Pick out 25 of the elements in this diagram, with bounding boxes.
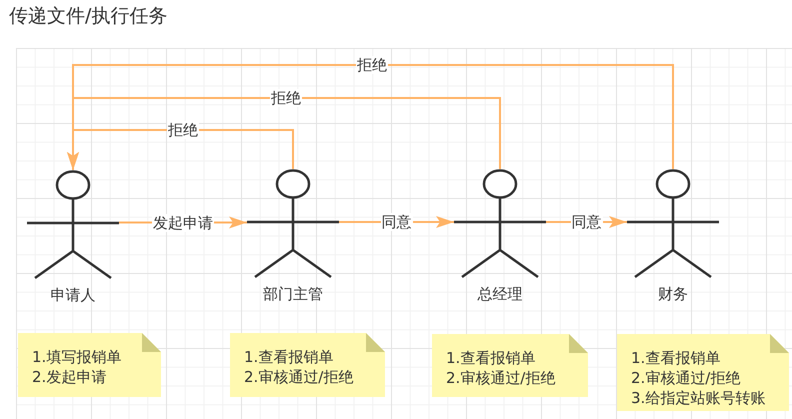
sticky-note — [230, 333, 385, 397]
edge-label: 同意 — [570, 213, 602, 231]
actor-name: 申请人 — [50, 286, 96, 304]
sticky-note — [18, 333, 161, 397]
note-text: 1.填写报销单 — [32, 347, 122, 367]
note-text: 2.发起申请 — [32, 367, 106, 387]
note-text: 2.审核通过/拒绝 — [244, 367, 354, 387]
actor-name: 部门主管 — [263, 285, 323, 303]
arrow — [67, 64, 674, 170]
note-text: 2.审核通过/拒绝 — [446, 368, 556, 388]
edge-label: 同意 — [380, 213, 412, 231]
actor-name: 财务 — [658, 285, 688, 303]
note-text: 3.给指定站账号转账 — [631, 388, 766, 408]
edge-label: 发起申请 — [152, 214, 214, 232]
note-text: 1.查看报销单 — [446, 348, 536, 368]
edge-label: 拒绝 — [167, 121, 199, 139]
sticky-note — [617, 334, 789, 411]
note-text: 1.查看报销单 — [244, 347, 334, 367]
sticky-note — [432, 334, 588, 397]
actor-name: 总经理 — [478, 285, 522, 303]
edge-label: 拒绝 — [356, 56, 388, 74]
edge-label: 拒绝 — [270, 89, 302, 107]
note-text: 2.审核通过/拒绝 — [631, 368, 740, 388]
note-text: 1.查看报销单 — [631, 348, 720, 368]
title: 传递文件/执行任务 — [9, 5, 168, 27]
